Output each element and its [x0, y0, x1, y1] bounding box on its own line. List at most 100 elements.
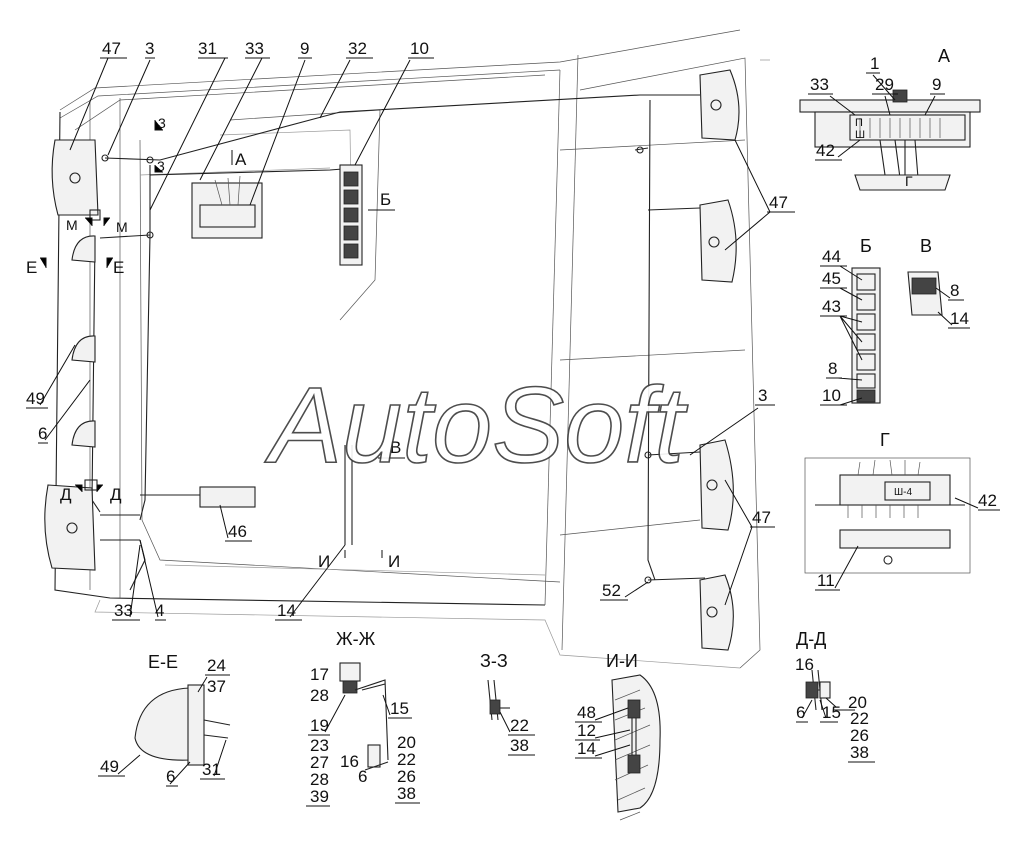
secZZ-38: 38: [510, 736, 529, 755]
view-A-title: А: [938, 46, 950, 66]
secDD-26: 26: [850, 726, 869, 745]
mark-M-right: М: [116, 219, 128, 235]
viewB-45: 45: [822, 269, 841, 288]
callout-14: 14: [277, 601, 296, 620]
secDD-22: 22: [850, 709, 869, 728]
viewV-14: 14: [950, 309, 969, 328]
secZh-6: 6: [358, 767, 367, 786]
secZZ-22: 22: [510, 716, 529, 735]
viewA-mark-P: П: [855, 117, 863, 129]
view-G-title: Г: [880, 430, 890, 450]
viewA-29: 29: [875, 75, 894, 94]
secZh-17: 17: [310, 665, 329, 684]
secEE-24: 24: [207, 656, 226, 675]
viewG-panel-tag: Ш-4: [894, 487, 912, 498]
view-B-title: Б: [860, 236, 872, 256]
mark-E-right: Е: [113, 258, 124, 277]
section-II-detail: [611, 674, 661, 821]
mark-E-left: Е: [26, 258, 37, 277]
secII-12: 12: [577, 721, 596, 740]
view-V-detail: [907, 271, 943, 316]
secEE-6: 6: [166, 767, 175, 786]
lamp-right-1: [699, 69, 740, 141]
callout-32: 32: [348, 39, 367, 58]
view-mark-V: В: [390, 438, 401, 457]
lamp-right-4: [699, 574, 734, 651]
viewA-42: 42: [816, 141, 835, 160]
viewA-1: 1: [870, 54, 879, 73]
cab-roof-outline: [54, 29, 770, 669]
section-EE-title: Е-Е: [148, 652, 178, 672]
callout-6: 6: [38, 424, 47, 443]
secZh-20: 20: [397, 733, 416, 752]
secZh-28b: 28: [310, 770, 329, 789]
secII-48: 48: [577, 703, 596, 722]
mark-D-left: Д: [60, 485, 72, 504]
secZh-15: 15: [390, 699, 409, 718]
viewG-42: 42: [978, 491, 997, 510]
viewG-11: 11: [817, 571, 835, 590]
viewA-9: 9: [932, 75, 941, 94]
callout-47a: 47: [102, 39, 121, 58]
section-ZhZh-title: Ж-Ж: [336, 629, 376, 649]
lamp-left-bottom: [44, 484, 96, 571]
secDD-38: 38: [850, 743, 869, 762]
secZh-26: 26: [397, 767, 416, 786]
secZh-39: 39: [310, 787, 329, 806]
view-mark-A: А: [235, 150, 247, 169]
secZh-22: 22: [397, 750, 416, 769]
viewB-43: 43: [822, 297, 841, 316]
mark-I-right: И: [388, 552, 400, 571]
section-ZhZh-detail: [339, 662, 389, 771]
secII-14: 14: [577, 739, 596, 758]
section-ZZ-detail: [487, 679, 510, 721]
callout-9a: 9: [300, 39, 309, 58]
callout-49: 49: [26, 389, 45, 408]
leaders-main: [26, 57, 795, 621]
secDD-6: 6: [796, 703, 805, 722]
callout-3a: 3: [145, 39, 154, 58]
part-46: [199, 486, 256, 508]
switch-column: [339, 164, 363, 266]
secEE-49: 49: [100, 757, 119, 776]
mark-I-left: И: [318, 552, 330, 571]
callout-31a: 31: [198, 39, 217, 58]
callout-47b: 47: [769, 193, 788, 212]
viewB-10: 10: [822, 386, 841, 405]
view-mark-B: Б: [380, 190, 391, 209]
view-B-detail: [851, 267, 881, 404]
callout-3b: 3: [758, 386, 767, 405]
section-EE-detail: [134, 684, 231, 766]
watermark: AutoSoft: [264, 364, 688, 485]
marker-lights: [71, 235, 96, 448]
section-II-title: И-И: [606, 651, 638, 671]
lamp-right-2: [699, 199, 737, 283]
lamp-left-top: [51, 139, 99, 216]
viewB-44: 44: [822, 247, 841, 266]
unit-A-main: [191, 175, 263, 239]
viewB-8: 8: [828, 359, 837, 378]
viewA-33: 33: [810, 75, 829, 94]
mark-D-right: Д: [110, 485, 122, 504]
secDD-15: 15: [822, 703, 841, 722]
callout-52: 52: [602, 581, 621, 600]
viewV-8: 8: [950, 281, 959, 300]
secZh-28a: 28: [310, 686, 329, 705]
secDD-16: 16: [795, 655, 814, 674]
secEE-37: 37: [207, 677, 226, 696]
secDD-20: 20: [848, 693, 867, 712]
mark-3-top: 3: [158, 115, 166, 131]
secEE-31: 31: [202, 760, 221, 779]
view-G-detail: [804, 457, 971, 574]
wiring-harness: [91, 94, 706, 591]
callout-47c: 47: [752, 508, 771, 527]
secZh-16: 16: [340, 752, 359, 771]
callout-10a: 10: [410, 39, 429, 58]
secZh-23: 23: [310, 736, 329, 755]
lamp-right-3: [699, 439, 734, 531]
mark-M-left: М: [66, 217, 78, 233]
section-DD-title: Д-Д: [796, 629, 826, 649]
secZh-27: 27: [310, 753, 329, 772]
